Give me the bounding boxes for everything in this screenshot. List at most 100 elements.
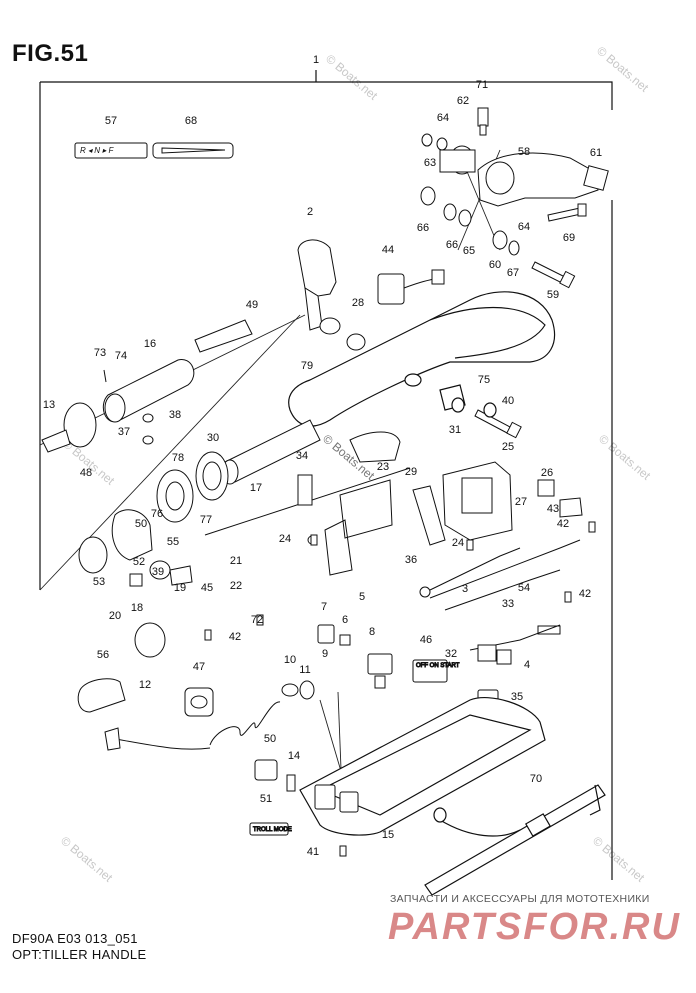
callout-number: 50 (135, 518, 147, 530)
callout-number: 76 (151, 508, 163, 520)
throttle-gear-parts (78, 451, 229, 587)
tiller-bracket-part (439, 107, 609, 207)
watermark-text: © Boats.net (594, 44, 652, 96)
watermark-text: © Boats.net (323, 52, 381, 104)
callout-number: 75 (478, 374, 490, 386)
callout-number: 73 (94, 347, 106, 359)
tiller-arm-housing (288, 291, 556, 427)
shop-tagline: ЗАПЧАСТИ И АКСЕССУАРЫ ДЛЯ МОТОТЕХНИКИ (390, 893, 650, 905)
shift-decal-label: R ◂ N ▸ F (80, 146, 114, 155)
callout-number: 28 (352, 297, 364, 309)
callout-number: 51 (260, 793, 272, 805)
callout-number: 56 (97, 649, 109, 661)
throttle-lever-part (297, 239, 366, 351)
callout-number: 20 (109, 610, 121, 622)
callout-number: 2 (307, 206, 313, 218)
watermark-text: © Boats.net (590, 834, 648, 886)
callout-number: 67 (507, 267, 519, 279)
callout-number: 78 (172, 452, 184, 464)
callout-number: 52 (133, 556, 145, 568)
callout-number: 64 (437, 112, 449, 124)
callout-number: 5 (359, 591, 365, 603)
fastener-parts (204, 124, 596, 857)
callout-number: 23 (377, 461, 389, 473)
callout-number: 26 (541, 467, 553, 479)
callout-number: 69 (563, 232, 575, 244)
callout-number: 12 (139, 679, 151, 691)
callout-number: 65 (463, 245, 475, 257)
callout-number: 18 (131, 602, 143, 614)
callout-number: 59 (547, 289, 559, 301)
callout-number: 17 (250, 482, 262, 494)
callout-number: 31 (449, 424, 461, 436)
callout-number: 37 (118, 426, 130, 438)
callout-number: 35 (511, 691, 523, 703)
callout-number: 42 (557, 518, 569, 530)
callout-number: 57 (105, 115, 117, 127)
callout-number: 50 (264, 733, 276, 745)
callout-number: 55 (167, 536, 179, 548)
assembly-frame (39, 70, 613, 880)
callout-number: 66 (446, 239, 458, 251)
lower-cover-part (299, 696, 546, 836)
callout-number: 24 (452, 537, 464, 549)
callout-number: 21 (230, 555, 242, 567)
callout-number: 48 (80, 467, 92, 479)
switch-decal-label: OFF ON START (416, 663, 460, 669)
grip-parts (41, 319, 253, 453)
callout-number: 19 (174, 582, 186, 594)
callout-number: 79 (301, 360, 313, 372)
model-code: DF90A E03 013_051 (12, 931, 138, 946)
callout-number: 62 (457, 95, 469, 107)
tiller-extension-part (424, 784, 606, 896)
shift-linkage-parts (297, 474, 446, 576)
callout-number: 45 (201, 582, 213, 594)
callout-number: 30 (207, 432, 219, 444)
callout-number: 41 (307, 846, 319, 858)
kill-switch-parts: TROLL MODE (249, 759, 359, 836)
callout-number: 13 (43, 399, 55, 411)
callout-number: 61 (590, 147, 602, 159)
callout-number: 6 (342, 614, 348, 626)
callout-number: 32 (445, 648, 457, 660)
callout-number: 15 (382, 829, 394, 841)
callout-number: 9 (322, 648, 328, 660)
stop-switch-part (377, 269, 445, 305)
figure-subtitle: OPT:TILLER HANDLE (12, 947, 147, 962)
callout-number: 74 (115, 350, 127, 362)
callout-number: 39 (152, 566, 164, 578)
callout-number: 34 (296, 450, 308, 462)
callout-number: 49 (246, 299, 258, 311)
washer-parts (420, 133, 520, 256)
arrow-decal (152, 142, 234, 159)
callout-number: 42 (579, 588, 591, 600)
callout-number: 68 (185, 115, 197, 127)
callout-number: 22 (230, 580, 242, 592)
callout-number: 4 (524, 659, 530, 671)
callout-number: 36 (405, 554, 417, 566)
callout-number: 38 (169, 409, 181, 421)
callout-number: 54 (518, 582, 530, 594)
callout-number: 60 (489, 259, 501, 271)
callout-number: 46 (420, 634, 432, 646)
callout-number: 11 (299, 664, 310, 676)
callout-number: 16 (144, 338, 156, 350)
callout-number: 77 (200, 514, 212, 526)
callout-number: 63 (424, 157, 436, 169)
callout-number: 24 (279, 533, 291, 545)
callout-number: 58 (518, 146, 530, 158)
callout-number: 53 (93, 576, 105, 588)
cable-parts (419, 539, 581, 611)
callout-number: 66 (417, 222, 429, 234)
callout-number: 7 (321, 601, 327, 613)
wire-harness-part (469, 624, 561, 665)
callout-number: 29 (405, 466, 417, 478)
callout-number: 33 (502, 598, 514, 610)
callout-number: 14 (288, 750, 300, 762)
callout-number: 43 (547, 503, 559, 515)
callout-number: 44 (382, 244, 394, 256)
callout-number: 1 (313, 54, 319, 66)
ignition-switch-parts: OFF ON START (317, 624, 499, 709)
